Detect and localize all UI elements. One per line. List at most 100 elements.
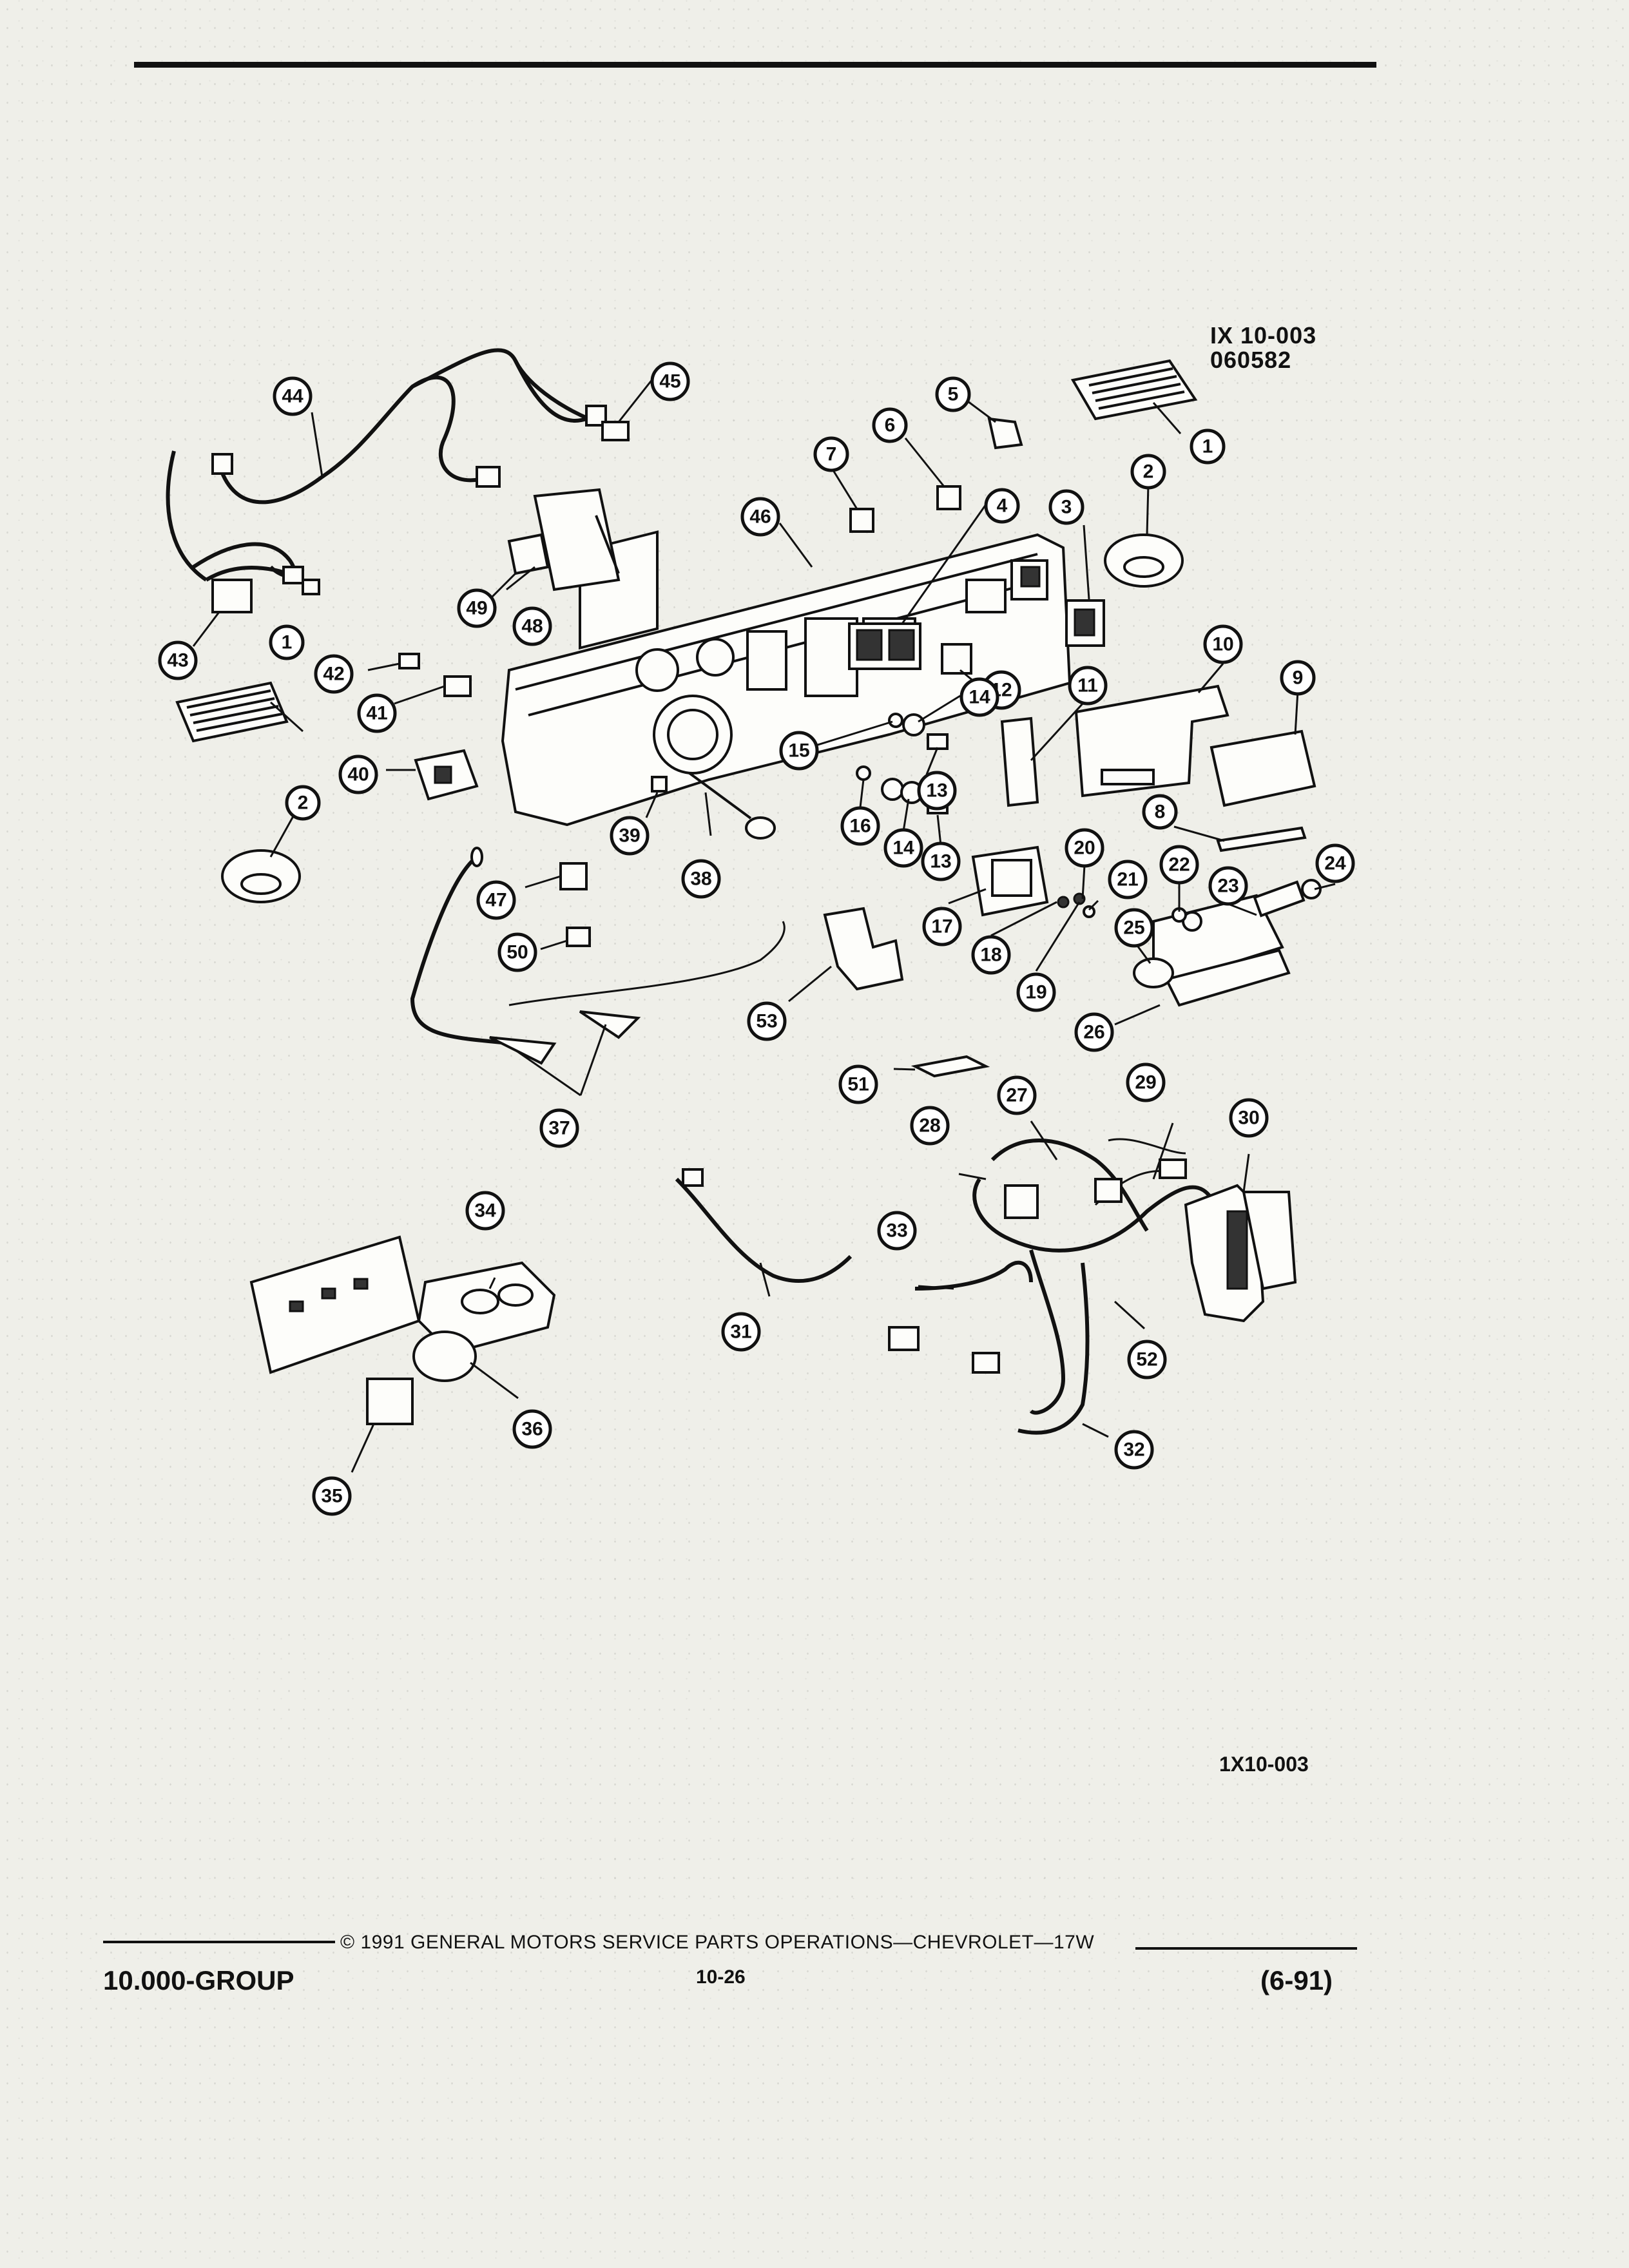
svg-text:22: 22 — [1168, 854, 1190, 876]
callout-26: 26 — [1074, 1012, 1114, 1052]
callout-29: 29 — [1126, 1062, 1166, 1102]
callout-49: 49 — [457, 588, 497, 628]
svg-text:30: 30 — [1238, 1108, 1259, 1129]
ignition-lighter-assembly — [1133, 879, 1322, 1007]
callout-18: 18 — [971, 935, 1011, 975]
speaker-grille-left — [175, 681, 289, 743]
svg-text:7: 7 — [826, 444, 837, 465]
svg-text:24: 24 — [1324, 853, 1346, 874]
callout-20: 20 — [1065, 828, 1104, 868]
svg-text:1: 1 — [282, 632, 293, 653]
svg-text:35: 35 — [321, 1486, 342, 1507]
radio-module-9 — [1210, 729, 1316, 807]
svg-text:45: 45 — [659, 371, 680, 392]
fuse-panel — [249, 1235, 556, 1425]
top-rule — [134, 62, 1376, 68]
figure-code: IX 10-003 — [1210, 322, 1317, 349]
svg-text:51: 51 — [847, 1074, 869, 1095]
footer-rule-left — [103, 1941, 335, 1943]
plate-53 — [823, 907, 904, 991]
callout-3: 3 — [1048, 489, 1084, 525]
bulb-39 — [651, 776, 668, 793]
socket-41 — [443, 675, 472, 697]
svg-text:14: 14 — [892, 838, 914, 859]
callout-38: 38 — [681, 859, 721, 899]
harness-lower — [888, 1138, 1213, 1435]
clock-assembly — [971, 845, 1095, 918]
footer-group-label: 10.000-GROUP — [103, 1965, 294, 1995]
svg-text:53: 53 — [756, 1011, 777, 1032]
callout-35: 35 — [312, 1476, 352, 1516]
callout-28: 28 — [910, 1106, 950, 1146]
callout-41: 41 — [357, 693, 397, 733]
callout-33: 33 — [877, 1211, 917, 1251]
relay-6 — [936, 485, 961, 510]
steering-column-bracket-30 — [1184, 1184, 1297, 1323]
bezel-11 — [1000, 716, 1039, 807]
callout-51: 51 — [838, 1064, 878, 1104]
figure-code-header: IX 10-003 060582 — [1210, 323, 1316, 372]
callout-23: 23 — [1208, 866, 1248, 906]
svg-text:44: 44 — [282, 386, 304, 407]
callout-8: 8 — [1142, 794, 1178, 830]
svg-text:13: 13 — [926, 780, 947, 802]
svg-text:20: 20 — [1074, 838, 1095, 859]
trim-strip-8 — [1216, 826, 1307, 852]
svg-text:17: 17 — [931, 916, 952, 937]
svg-text:33: 33 — [886, 1220, 907, 1242]
svg-text:6: 6 — [885, 415, 896, 436]
svg-text:46: 46 — [749, 506, 771, 528]
svg-text:37: 37 — [548, 1118, 570, 1139]
svg-text:48: 48 — [521, 616, 543, 637]
callout-10: 10 — [1203, 624, 1243, 664]
svg-text:28: 28 — [919, 1115, 940, 1137]
callout-25: 25 — [1114, 908, 1154, 948]
callout-45: 45 — [650, 361, 690, 401]
svg-text:32: 32 — [1123, 1439, 1144, 1461]
speaker-left — [221, 849, 301, 903]
callout-9: 9 — [1280, 660, 1316, 696]
callout-1: 1 — [1190, 428, 1226, 465]
switch-50 — [566, 927, 591, 947]
svg-text:23: 23 — [1217, 876, 1239, 897]
callout-1: 1 — [269, 624, 305, 660]
svg-text:40: 40 — [347, 764, 369, 785]
callout-2: 2 — [1130, 454, 1166, 490]
callout-46: 46 — [740, 497, 780, 537]
svg-text:43: 43 — [167, 650, 188, 671]
switch-12 — [941, 643, 972, 675]
svg-text:42: 42 — [323, 664, 344, 685]
svg-text:3: 3 — [1061, 497, 1072, 518]
callout-5: 5 — [935, 376, 971, 412]
svg-text:9: 9 — [1293, 668, 1304, 689]
svg-text:16: 16 — [849, 816, 871, 837]
figure-number: 060582 — [1210, 347, 1292, 373]
svg-text:21: 21 — [1117, 869, 1138, 890]
callout-39: 39 — [610, 816, 650, 856]
svg-text:25: 25 — [1123, 918, 1144, 939]
callout-15: 15 — [779, 731, 819, 771]
callout-30: 30 — [1229, 1098, 1269, 1138]
callout-37: 37 — [539, 1108, 579, 1148]
svg-text:29: 29 — [1135, 1072, 1156, 1093]
svg-text:26: 26 — [1083, 1022, 1104, 1043]
svg-text:11: 11 — [1077, 675, 1098, 697]
svg-text:19: 19 — [1025, 982, 1046, 1003]
knob-rod — [688, 772, 776, 840]
callout-47: 47 — [476, 880, 516, 920]
callout-6: 6 — [872, 407, 908, 443]
svg-text:14: 14 — [969, 687, 990, 708]
callout-11: 11 — [1068, 666, 1108, 706]
svg-text:5: 5 — [948, 384, 959, 405]
module-bracket-10 — [1074, 684, 1229, 798]
speaker-grille-right — [1070, 359, 1198, 421]
speaker-right — [1104, 533, 1184, 588]
harness-44-45 — [211, 348, 630, 505]
callout-19: 19 — [1016, 972, 1056, 1012]
callout-53: 53 — [747, 1001, 787, 1041]
svg-text:47: 47 — [485, 890, 506, 911]
callout-13: 13 — [917, 771, 957, 811]
callout-16: 16 — [840, 806, 880, 846]
callout-43: 43 — [158, 640, 198, 680]
